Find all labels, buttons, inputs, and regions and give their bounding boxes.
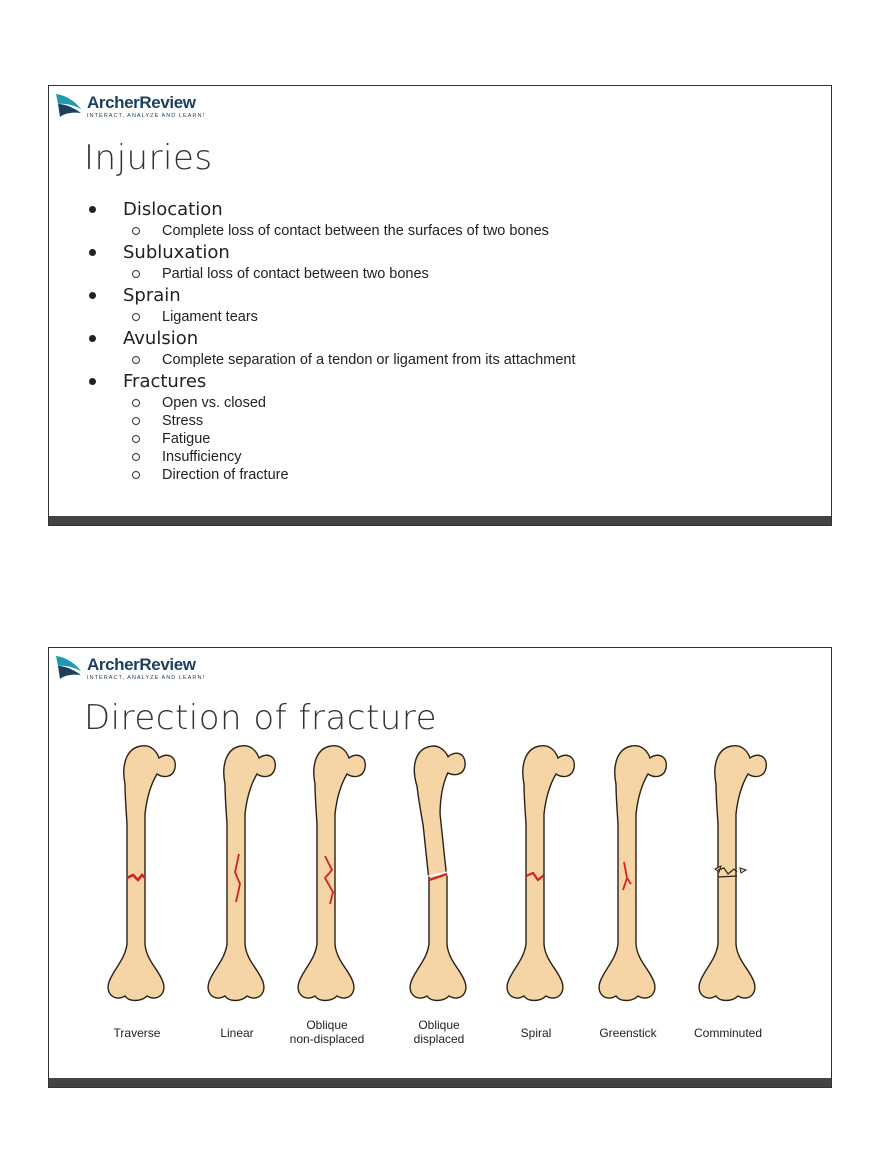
slide-footer-bar: [49, 1078, 831, 1087]
sub-bullet-label: Complete loss of contact between the sur…: [162, 223, 549, 239]
sub-bullet-label: Stress: [162, 413, 204, 429]
sub-bullet-label: Insufficiency: [162, 449, 242, 465]
fracture-label-line1: Traverse: [113, 1026, 161, 1040]
sub-bullet-label: Ligament tears: [162, 309, 258, 325]
femur-traverse-fracture: [107, 744, 176, 1002]
hollow-bullet-icon: [132, 313, 140, 321]
fracture-label-line1: Spiral: [520, 1026, 552, 1040]
slide-title: Direction of fracture: [84, 698, 437, 738]
hollow-bullet-icon: [132, 417, 140, 425]
fracture-label-line1: Oblique: [306, 1018, 348, 1032]
sub-bullet-item: Complete loss of contact between the sur…: [132, 222, 809, 240]
archer-logo-mark-icon: [56, 94, 81, 117]
bullet-label: Sprain: [123, 285, 181, 306]
archer-review-logo: ArcherReview INTERACT, ANALYZE AND LEARN…: [55, 653, 225, 683]
bullet-label: Subluxation: [123, 242, 230, 263]
femur-oblique-fracture: [297, 744, 366, 1002]
hollow-bullet-icon: [132, 227, 140, 235]
fracture-label-line1: Linear: [220, 1026, 254, 1040]
femur-bones-svg: [107, 744, 767, 1002]
sub-bullet-item: Insufficiency: [132, 448, 809, 466]
sub-bullet-label: Fatigue: [162, 431, 211, 447]
sub-bullet-label: Partial loss of contact between two bone…: [162, 266, 429, 282]
fracture-label-comminuted: Comminuted: [678, 1026, 778, 1040]
fracture-label-line1: Greenstick: [599, 1026, 657, 1040]
slide-footer-bar: [49, 516, 831, 525]
sub-bullet-item: Partial loss of contact between two bone…: [132, 265, 809, 283]
sub-bullet-label: Open vs. closed: [162, 395, 266, 411]
brand-name: ArcherReview: [87, 655, 196, 674]
fracture-label-spiral: Spiral: [486, 1026, 586, 1040]
slide-title: Injuries: [84, 138, 213, 178]
fracture-label-greenstick: Greenstick: [578, 1026, 678, 1040]
bullet-label: Dislocation: [123, 199, 223, 220]
sub-bullet-item: Ligament tears: [132, 308, 809, 326]
archer-logo-mark-icon: [56, 656, 81, 679]
fracture-label-linear: Linear: [187, 1026, 287, 1040]
femur-greenstick-fracture: [598, 744, 667, 1002]
sub-bullet-item: Stress: [132, 412, 809, 430]
hollow-bullet-icon: [132, 471, 140, 479]
bullet-dot-icon: [89, 206, 96, 213]
sub-bullet-label: Complete separation of a tendon or ligam…: [162, 352, 576, 368]
bullet-dot-icon: [89, 292, 96, 299]
bullet-dot-icon: [89, 335, 96, 342]
bullet-dot-icon: [89, 249, 96, 256]
fracture-label-line1: Oblique: [418, 1018, 460, 1032]
sub-bullet-item: Fatigue: [132, 430, 809, 448]
hollow-bullet-icon: [132, 453, 140, 461]
sub-bullet-item: Open vs. closed: [132, 394, 809, 412]
sub-bullet-item: Direction of fracture: [132, 466, 809, 484]
femur-spiral-fracture: [506, 744, 575, 1002]
slide-injuries: ArcherReview INTERACT, ANALYZE AND LEARN…: [48, 85, 832, 526]
bullet-dot-icon: [89, 378, 96, 385]
archer-review-logo: ArcherReview INTERACT, ANALYZE AND LEARN…: [55, 91, 225, 121]
hollow-bullet-icon: [132, 435, 140, 443]
brand-name: ArcherReview: [87, 93, 196, 112]
sub-bullet-label: Direction of fracture: [162, 467, 289, 483]
sub-bullet-item: Complete separation of a tendon or ligam…: [132, 351, 809, 369]
femur-linear-fracture: [207, 744, 276, 1002]
bullet-label: Fractures: [123, 371, 207, 392]
brand-tagline: INTERACT, ANALYZE AND LEARN!: [87, 675, 206, 681]
slide-direction-of-fracture: ArcherReview INTERACT, ANALYZE AND LEARN…: [48, 647, 832, 1088]
fracture-label-line1: Comminuted: [693, 1026, 763, 1040]
femur-comminuted-fracture: [698, 744, 767, 1002]
fracture-label-line2: non-displaced: [289, 1032, 365, 1046]
fracture-label-traverse: Traverse: [87, 1026, 187, 1040]
hollow-bullet-icon: [132, 270, 140, 278]
brand-tagline: INTERACT, ANALYZE AND LEARN!: [87, 113, 206, 119]
fracture-label-line2: displaced: [413, 1032, 465, 1046]
hollow-bullet-icon: [132, 399, 140, 407]
hollow-bullet-icon: [132, 356, 140, 364]
femur-displaced-fracture: [409, 745, 478, 1002]
bullet-label: Avulsion: [123, 328, 199, 349]
